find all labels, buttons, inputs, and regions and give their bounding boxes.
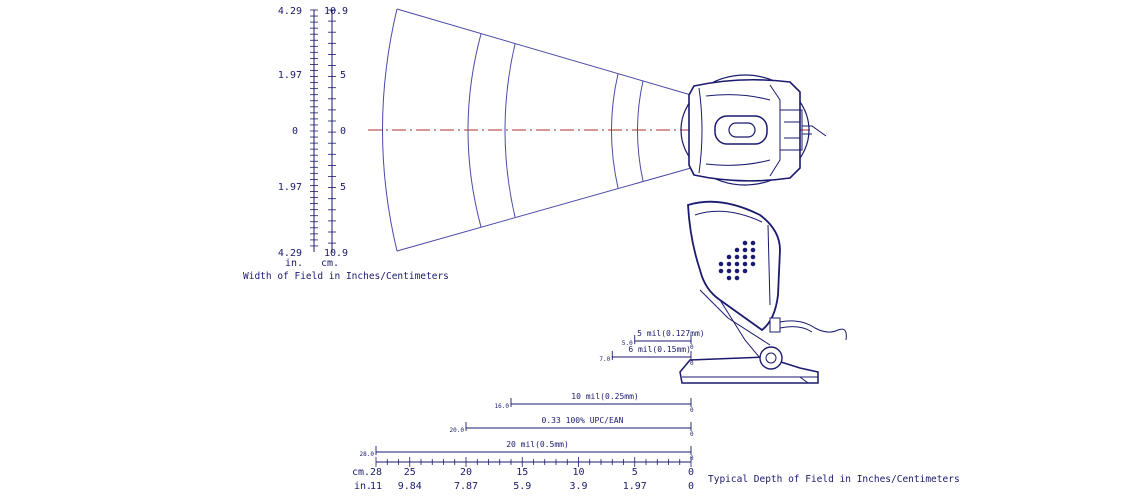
depth-axis: cm. in. 28 25 20 15 10 5 0 11 9.84 7.87 5.9 3.9 1.9…	[352, 457, 960, 492]
range-end-value: 0	[690, 344, 694, 351]
cm-tick-bottom: 10.9	[324, 248, 348, 259]
speaker-hole	[726, 254, 732, 260]
scanner-side-view	[679, 200, 847, 384]
depth-in-tick-label: 3.9	[569, 481, 587, 492]
speaker-hole	[750, 261, 756, 267]
scanner-top-view	[680, 74, 827, 186]
range-label: 6 mil(0.15mm)	[628, 345, 691, 354]
range-label: 10 mil(0.25mm)	[571, 392, 638, 401]
width-cm-scale: 10.9 5 0 5 10.9 cm.	[321, 6, 348, 269]
speaker-grille	[718, 240, 756, 281]
speaker-hole	[734, 247, 740, 253]
depth-in-tick-label: 9.84	[398, 481, 422, 492]
speaker-hole	[742, 240, 748, 246]
range-start-value: 20.0	[450, 427, 465, 434]
inch-tick-top: 4.29	[278, 6, 302, 17]
depth-cm-tick-label: 20	[460, 467, 472, 478]
range-label: 20 mil(0.5mm)	[506, 440, 569, 449]
depth-in-tick-label: 7.87	[454, 481, 478, 492]
speaker-hole	[742, 247, 748, 253]
depth-in-tick-label: 5.9	[513, 481, 531, 492]
depth-in-tick-label: 1.97	[623, 481, 647, 492]
depth-cm-tick-label: 5	[632, 467, 638, 478]
speaker-hole	[726, 275, 732, 281]
depth-cm-tick-label: 10	[572, 467, 584, 478]
depth-caption: Typical Depth of Field in Inches/Centime…	[708, 474, 960, 485]
range-label: 5 mil(0.127mm)	[637, 329, 704, 338]
depth-in-tick-label: 11	[370, 481, 382, 492]
depth-cm-tick-label: 0	[688, 467, 694, 478]
speaker-hole	[750, 240, 756, 246]
depth-in-tick-label: 0	[688, 481, 694, 492]
inch-tick-bottom: 4.29	[278, 248, 302, 259]
speaker-hole	[734, 261, 740, 267]
depth-cm-tick-label: 28	[370, 467, 382, 478]
range-start-value: 7.0	[599, 356, 610, 363]
speaker-hole	[750, 247, 756, 253]
range-end-value: 0	[690, 455, 694, 462]
range-start-value: 28.0	[360, 451, 375, 458]
inch-tick-center: 0	[292, 126, 298, 137]
range-start-value: 5.0	[622, 340, 633, 347]
depth-cm-tick-label: 15	[516, 467, 528, 478]
speaker-hole	[718, 268, 724, 274]
speaker-hole	[726, 268, 732, 274]
range-label: 0.33 100% UPC/EAN	[542, 416, 624, 425]
range-end-value: 0	[690, 407, 694, 414]
cm-unit-label: cm.	[321, 258, 339, 269]
speaker-hole	[734, 254, 740, 260]
cm-tick-upper: 5	[340, 70, 346, 81]
depth-cm-tick-label: 25	[404, 467, 416, 478]
depth-in-unit: in.	[354, 481, 372, 492]
cm-tick-center: 0	[340, 126, 346, 137]
speaker-hole	[734, 275, 740, 281]
speaker-hole	[750, 254, 756, 260]
speaker-hole	[718, 261, 724, 267]
speaker-hole	[742, 268, 748, 274]
width-caption: Width of Field in Inches/Centimeters	[243, 271, 449, 282]
cm-tick-top: 10.9	[324, 6, 348, 17]
inch-unit-label: in.	[285, 258, 303, 269]
speaker-hole	[726, 261, 732, 267]
speaker-hole	[742, 254, 748, 260]
range-start-value: 16.0	[495, 403, 510, 410]
speaker-hole	[734, 268, 740, 274]
cm-tick-lower: 5	[340, 182, 346, 193]
range-end-value: 0	[690, 360, 694, 367]
inch-tick-upper: 1.97	[278, 70, 302, 81]
speaker-hole	[742, 261, 748, 267]
width-inch-scale: 4.29 1.97 0 1.97 4.29 in.	[278, 6, 318, 269]
depth-cm-unit: cm.	[352, 467, 370, 478]
inch-tick-lower: 1.97	[278, 182, 302, 193]
range-end-value: 0	[690, 431, 694, 438]
